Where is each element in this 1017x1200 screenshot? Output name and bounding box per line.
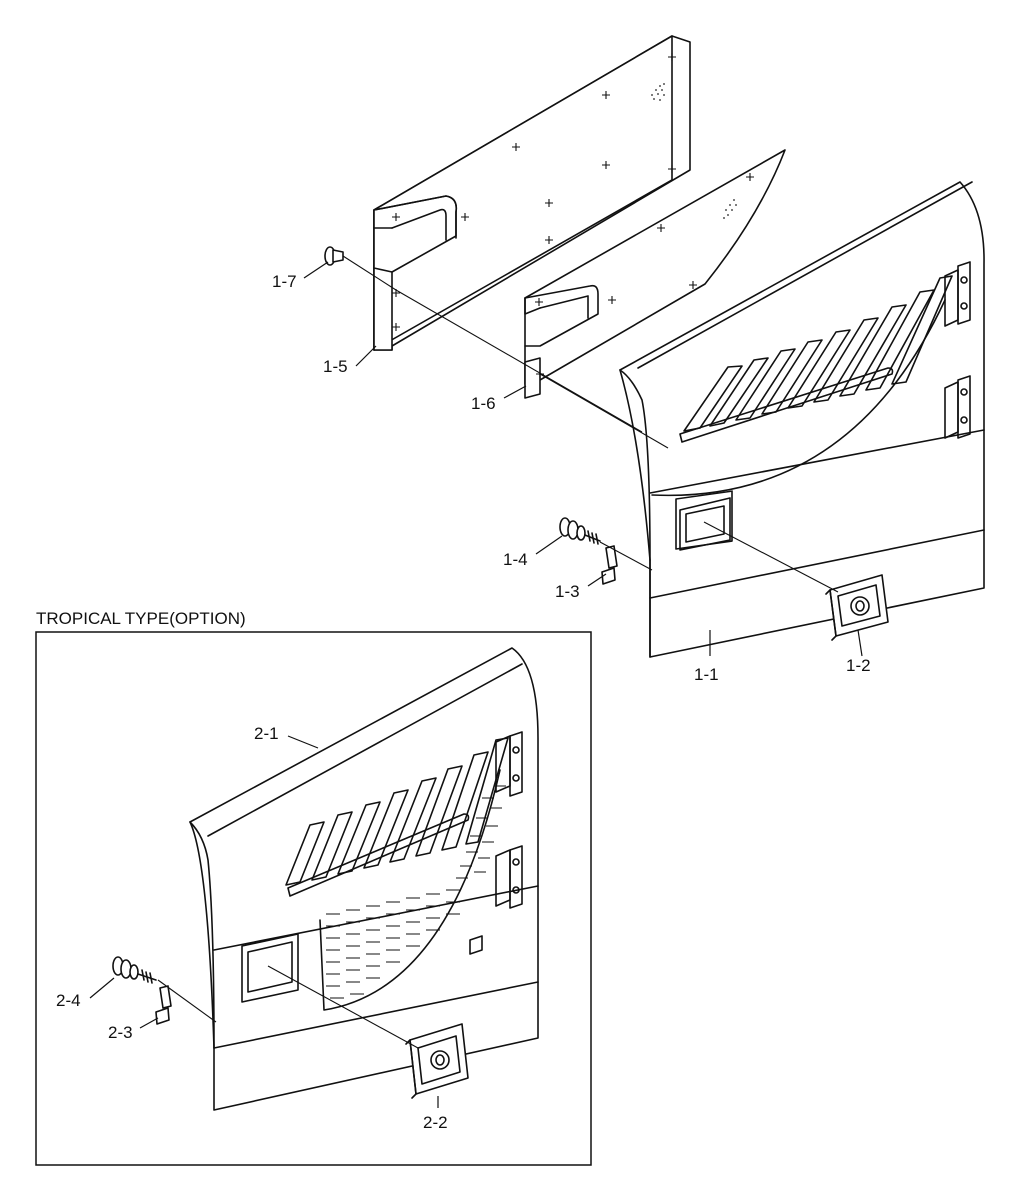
part-2-3-striker-plate xyxy=(155,985,172,1025)
callout-2-2: 2-2 xyxy=(423,1113,448,1132)
part-1-1-door-panel xyxy=(619,181,985,658)
part-1-6-insulation-sheet xyxy=(524,149,786,399)
assembly-lines-2 xyxy=(157,965,419,1049)
callout-1-2: 1-2 xyxy=(846,656,871,675)
callout-1-3: 1-3 xyxy=(555,582,580,601)
option-frame xyxy=(35,631,592,1166)
part-1-2-door-lock xyxy=(825,574,889,641)
part-1-3-striker-plate xyxy=(601,545,618,585)
assembly-lines-1 xyxy=(342,255,839,593)
callout-1-6: 1-6 xyxy=(471,394,496,413)
callout-2-4: 2-4 xyxy=(56,991,81,1010)
callout-1-4: 1-4 xyxy=(503,550,528,569)
part-2-2-door-lock xyxy=(405,1023,469,1099)
callout-2-3: 2-3 xyxy=(108,1023,133,1042)
callout-1-5: 1-5 xyxy=(323,357,348,376)
part-1-7-rivet xyxy=(324,246,344,266)
part-1-5-foam-pad xyxy=(373,35,691,351)
leader-lines xyxy=(89,261,863,1108)
callout-1-7: 1-7 xyxy=(272,272,297,291)
part-2-1-tropical-door-panel xyxy=(189,647,539,1111)
part-2-4-bolt xyxy=(112,956,157,984)
perforation-pattern xyxy=(326,785,506,999)
callout-2-1: 2-1 xyxy=(254,724,279,743)
part-1-4-bolt xyxy=(559,517,601,545)
callout-1-1: 1-1 xyxy=(694,665,719,684)
option-title: TROPICAL TYPE(OPTION) xyxy=(36,609,246,628)
